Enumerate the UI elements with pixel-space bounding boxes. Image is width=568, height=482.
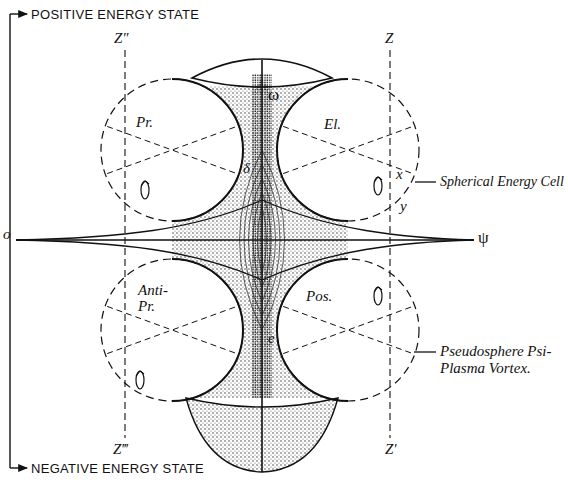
axis-label: y (400, 198, 407, 215)
leader-line (414, 351, 436, 352)
axis-label: Z (385, 30, 393, 47)
z-axis (124, 50, 125, 438)
rotation-symbol (136, 177, 382, 389)
state-arrow (10, 13, 27, 14)
axis-label: x (396, 166, 403, 183)
particle-name: Anti-Pr. (138, 282, 176, 314)
axis-label: Z‴ (113, 441, 128, 458)
axis-label: Z′ (385, 441, 397, 458)
symbol-label: e (268, 330, 275, 347)
axis-label: ψ (478, 229, 489, 246)
particle-name: Pos. (306, 288, 350, 304)
axis-label: ω (268, 86, 279, 103)
particle-name: El. (324, 116, 364, 132)
state-arrow (10, 467, 27, 468)
proton-cell: Pr. (100, 78, 244, 222)
cell-outline (274, 256, 422, 404)
omega-axis (261, 60, 263, 472)
antiproton-cell: Anti-Pr. (100, 258, 244, 402)
positron-cell: Pos. (276, 258, 420, 402)
vortex-stipple (172, 74, 348, 398)
cell-outline (274, 76, 422, 224)
symbol-label: δ (243, 160, 250, 177)
callout-text: Pseudosphere Psi-Plasma Vortex. (440, 343, 564, 377)
psi-axis (16, 239, 474, 241)
leader-line (415, 181, 436, 182)
callout-text: Spherical Energy Cell (440, 173, 564, 190)
state-label: POSITIVE ENERGY STATE (31, 6, 199, 23)
axis-label: Z″ (114, 30, 129, 47)
electron-cell: El. (276, 78, 420, 222)
vortex-lines (240, 150, 285, 330)
origin-label: o (3, 226, 11, 243)
particle-name: Pr. (136, 114, 176, 130)
z-axis (389, 50, 390, 438)
state-label: NEGATIVE ENERGY STATE (31, 460, 204, 477)
cell-outline (98, 76, 246, 224)
cell-outline (98, 256, 246, 404)
